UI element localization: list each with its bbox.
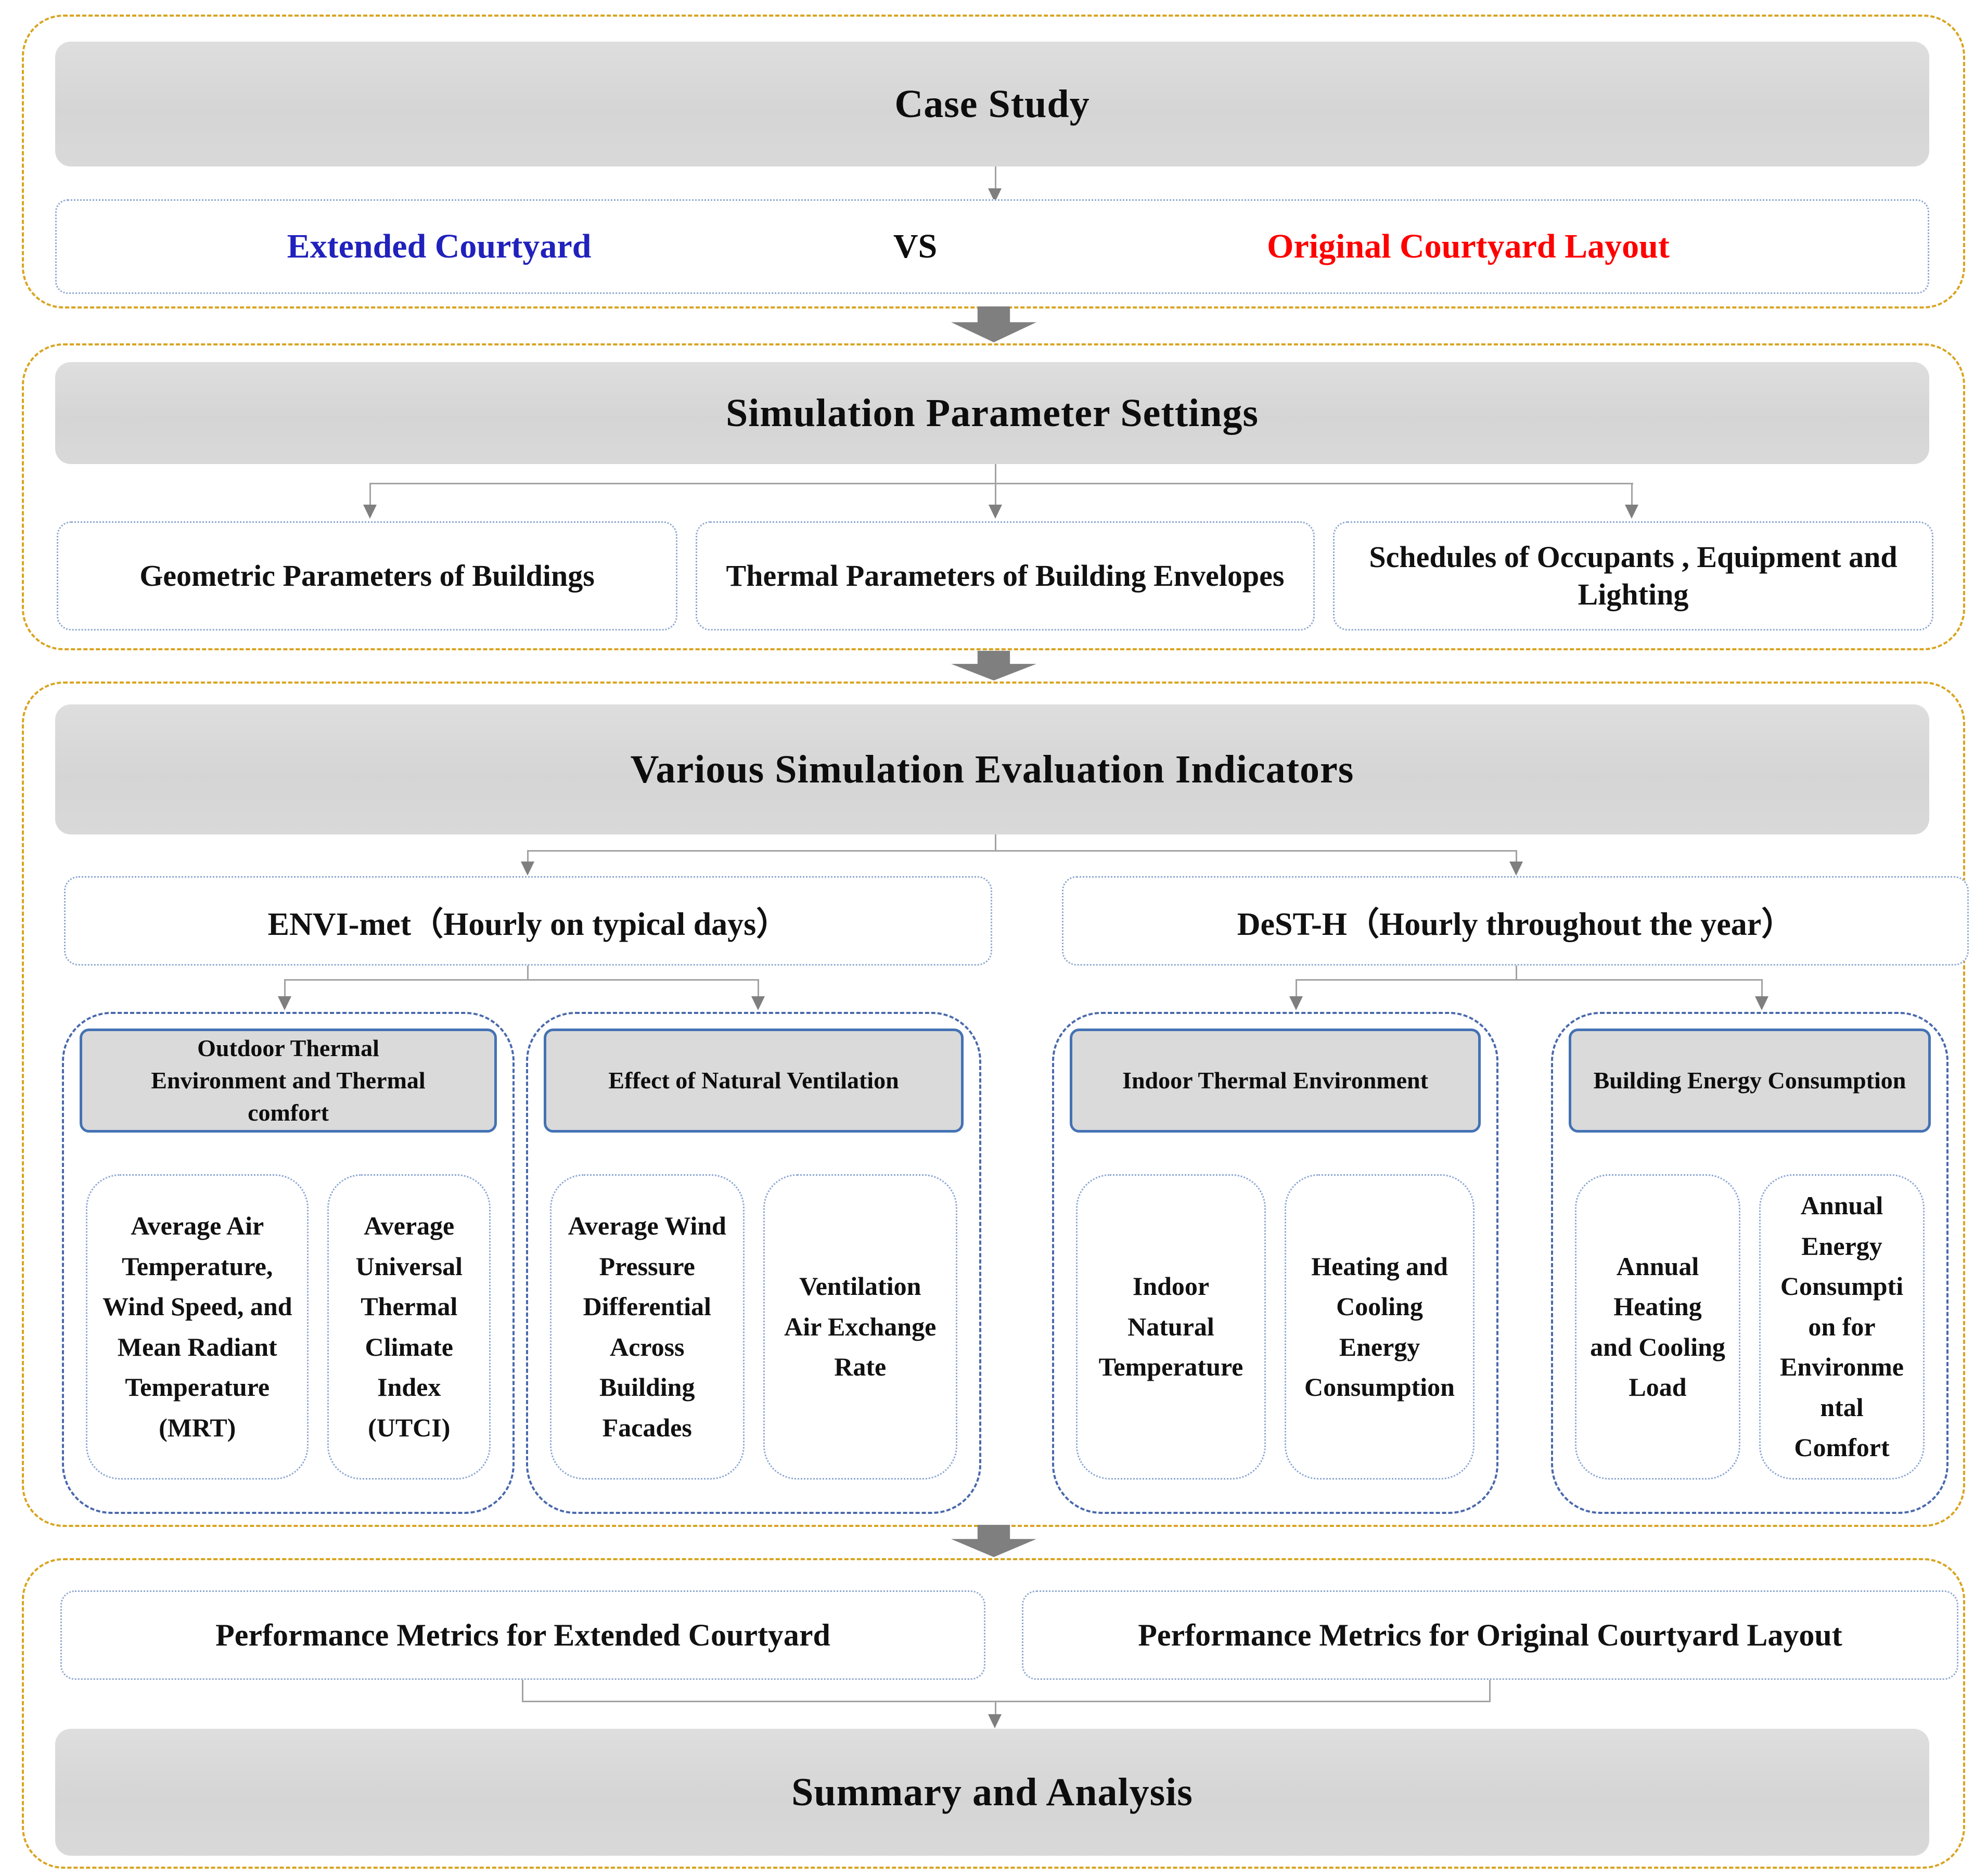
extended-courtyard-label: Extended Courtyard (287, 227, 592, 265)
section-case-study: Case Study Extended Courtyard VS Origina… (22, 15, 1965, 309)
arrow-down-icon (1755, 996, 1768, 1010)
group-outdoor-thermal: Outdoor Thermal Environment and Thermal … (62, 1012, 515, 1514)
summary-analysis-header: Summary and Analysis (55, 1729, 1929, 1856)
performance-original-box: Performance Metrics for Original Courtya… (1022, 1590, 1958, 1680)
block-arrow-down-icon (951, 306, 1036, 342)
case-study-header: Case Study (55, 42, 1929, 166)
leaf-annual-heating-cooling-load: Annual Heating and Cooling Load (1575, 1174, 1740, 1480)
connector-line (1296, 979, 1297, 997)
connector-line (527, 850, 529, 863)
group-natural-ventilation: Effect of Natural Ventilation Average Wi… (526, 1012, 981, 1514)
section-parameter-settings: Simulation Parameter Settings Geometric … (22, 343, 1965, 650)
indoor-thermal-header: Indoor Thermal Environment (1070, 1029, 1481, 1133)
connector-line (995, 483, 996, 506)
arrow-down-icon (278, 996, 291, 1010)
outdoor-thermal-header: Outdoor Thermal Environment and Thermal … (80, 1029, 497, 1133)
leaf-wind-pressure: Average Wind Pressure Differential Acros… (550, 1174, 745, 1480)
block-arrow-down-icon (951, 1525, 1036, 1557)
arrow-down-icon (1289, 996, 1303, 1010)
arrow-down-icon (1625, 505, 1638, 519)
leaf-indoor-natural-temperature: Indoor Natural Temperature (1076, 1174, 1266, 1480)
connector-line (527, 966, 529, 980)
connector-line (284, 979, 286, 997)
connector-line (369, 483, 371, 506)
group-building-energy: Building Energy Consumption Annual Heati… (1551, 1012, 1948, 1514)
connector-line (1489, 1680, 1491, 1702)
comparison-box: Extended Courtyard VS Original Courtyard… (55, 199, 1929, 294)
leaf-heating-cooling-energy: Heating and Cooling Energy Consumption (1285, 1174, 1475, 1480)
leaf-average-air-temperature: Average Air Temperature, Wind Speed, and… (86, 1174, 309, 1480)
connector-line (522, 1701, 1491, 1702)
connector-line (1296, 979, 1762, 981)
arrow-down-icon (989, 505, 1002, 519)
group-items: Average Air Temperature, Wind Speed, and… (86, 1174, 491, 1480)
vs-label: VS (893, 227, 938, 265)
connector-line (995, 834, 996, 851)
envi-met-branch-box: ENVI-met（Hourly on typical days） (64, 876, 992, 966)
group-items: Indoor Natural Temperature Heating and C… (1076, 1174, 1475, 1480)
connector-line (995, 1701, 996, 1715)
connector-line (1516, 850, 1517, 863)
arrow-down-icon (363, 505, 377, 519)
arrow-down-icon (1509, 862, 1523, 876)
group-items: Average Wind Pressure Differential Acros… (550, 1174, 957, 1480)
evaluation-indicators-header: Various Simulation Evaluation Indicators (55, 704, 1929, 834)
connector-line (995, 464, 996, 484)
building-energy-header: Building Energy Consumption (1569, 1029, 1931, 1133)
original-courtyard-label: Original Courtyard Layout (1267, 227, 1670, 265)
connector-line (758, 979, 759, 997)
block-arrow-down-icon (951, 651, 1036, 680)
connector-line (284, 979, 759, 981)
connector-line (995, 166, 996, 189)
arrow-down-icon (988, 1714, 1002, 1728)
connector-line (522, 1680, 523, 1702)
natural-ventilation-header: Effect of Natural Ventilation (544, 1029, 964, 1133)
parameter-settings-header: Simulation Parameter Settings (55, 362, 1929, 464)
connector-line (527, 850, 1517, 852)
arrow-down-icon (751, 996, 765, 1010)
leaf-utci: Average Universal Thermal Climate Index … (327, 1174, 491, 1480)
group-indoor-thermal: Indoor Thermal Environment Indoor Natura… (1052, 1012, 1498, 1514)
section-summary: Performance Metrics for Extended Courtya… (22, 1558, 1965, 1869)
connector-line (370, 483, 1633, 484)
leaf-annual-energy-consumption: Annual Energy Consumption for Environmen… (1759, 1174, 1925, 1480)
connector-line (1631, 483, 1633, 506)
section-evaluation-indicators: Various Simulation Evaluation Indicators… (22, 682, 1969, 1527)
dest-h-branch-box: DeST-H（Hourly throughout the year） (1062, 876, 1969, 966)
geometric-parameters-box: Geometric Parameters of Buildings (57, 521, 677, 631)
group-items: Annual Heating and Cooling Load Annual E… (1575, 1174, 1925, 1480)
arrow-down-icon (521, 862, 534, 876)
schedules-box: Schedules of Occupants , Equipment and L… (1333, 521, 1933, 631)
connector-line (1761, 979, 1763, 997)
connector-line (1516, 966, 1517, 980)
performance-extended-box: Performance Metrics for Extended Courtya… (60, 1590, 985, 1680)
thermal-parameters-box: Thermal Parameters of Building Envelopes (696, 521, 1315, 631)
leaf-air-exchange-rate: Ventilation Air Exchange Rate (763, 1174, 957, 1480)
